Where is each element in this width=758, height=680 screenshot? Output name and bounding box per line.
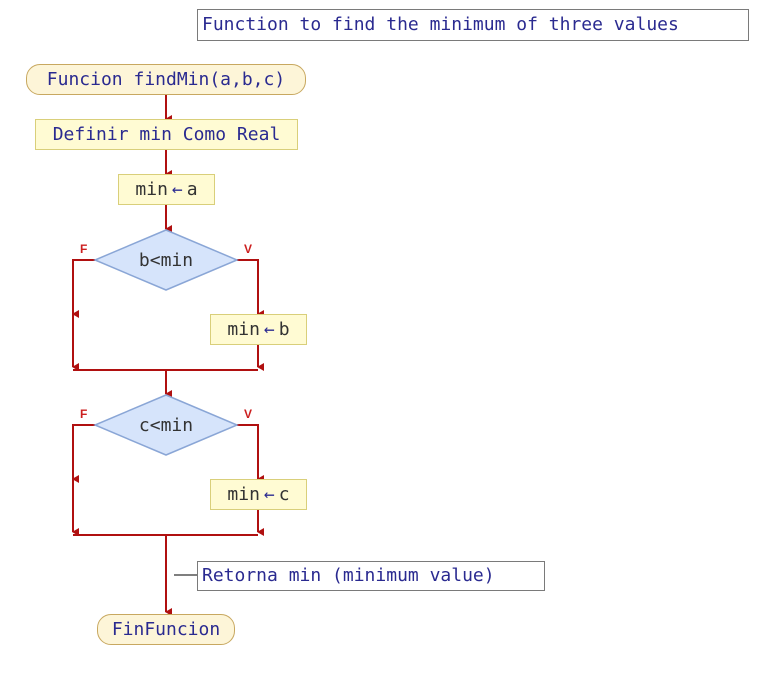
assign-b-value: b — [278, 318, 290, 340]
decision2-true-label: V — [244, 407, 253, 421]
connector-decision2-false — [72, 424, 95, 483]
assign-a-process: min ← a — [118, 174, 215, 205]
decision1-true-label: V — [244, 242, 253, 256]
assign-c-value: c — [278, 483, 290, 505]
decision1-condition: b<min — [110, 248, 222, 272]
assign-c-var: min — [227, 483, 260, 505]
title-comment-text: Function to find the minimum of three va… — [202, 14, 679, 35]
start-terminal-text: Funcion findMin(a,b,c) — [46, 68, 286, 90]
connector-decision1-true — [237, 259, 264, 318]
assign-c-process: min ← c — [210, 479, 307, 510]
assign-arrow-icon: ← — [263, 483, 275, 505]
title-comment: Function to find the minimum of three va… — [197, 9, 749, 41]
start-terminal: Funcion findMin(a,b,c) — [26, 64, 306, 95]
assign-b-process: min ← b — [210, 314, 307, 345]
decision2-false-label: F — [80, 407, 88, 421]
decision1-condition-text: b<min — [138, 249, 194, 271]
define-process-text: Definir min Como Real — [52, 123, 281, 145]
connector-decision2-true — [237, 424, 264, 483]
assign-arrow-icon: ← — [263, 318, 275, 340]
assign-a-var: min — [135, 178, 168, 200]
return-comment: Retorna min (minimum value) — [197, 561, 545, 591]
assign-b-var: min — [227, 318, 260, 340]
decision1-false-label: F — [80, 242, 88, 256]
assign-a-value: a — [186, 178, 198, 200]
decision2-condition-text: c<min — [138, 414, 194, 436]
decision1-diamond — [93, 229, 239, 291]
decision2-diamond — [93, 394, 239, 456]
return-comment-text: Retorna min (minimum value) — [202, 565, 495, 586]
decision2-condition: c<min — [110, 413, 222, 437]
define-process: Definir min Como Real — [35, 119, 298, 150]
connector-decision1-false — [72, 259, 95, 318]
end-terminal: FinFuncion — [97, 614, 235, 645]
end-terminal-text: FinFuncion — [111, 618, 221, 640]
assign-arrow-icon: ← — [171, 178, 183, 200]
